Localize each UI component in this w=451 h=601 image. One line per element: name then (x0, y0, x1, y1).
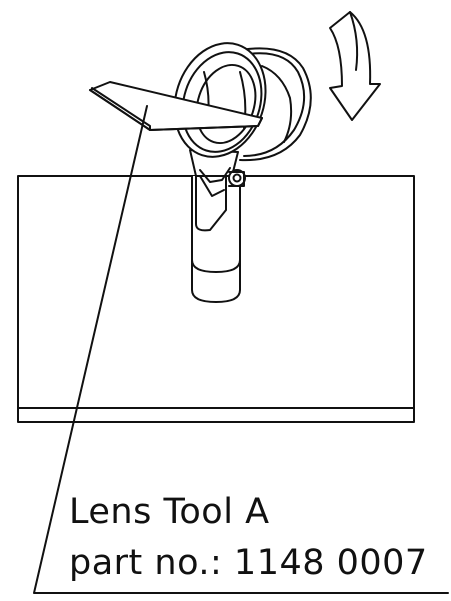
tool-name-label: Lens Tool A (69, 492, 270, 532)
lens-stem (191, 175, 241, 303)
lens-tool-blade (89, 81, 263, 131)
part-number-label: part no.: 1148 0007 (69, 543, 428, 583)
curved-arrow-icon (329, 11, 381, 121)
callout-leader-line (33, 105, 449, 594)
